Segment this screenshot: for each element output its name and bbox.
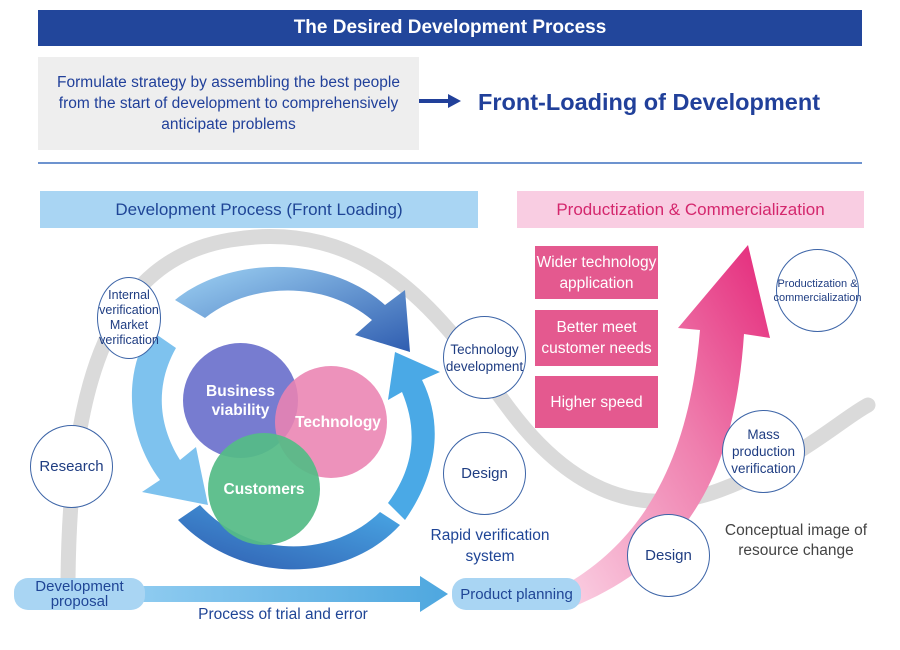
page-title: The Desired Development Process xyxy=(38,10,862,46)
design-circle-bottom: Design xyxy=(627,514,710,597)
strategy-arrow xyxy=(408,94,461,108)
product-planning-pill: Product planning xyxy=(452,578,581,610)
benefit-higher-speed: Higher speed xyxy=(535,376,658,428)
development-proposal-pill: Development proposal xyxy=(14,578,145,610)
customers-circle: Customers xyxy=(208,433,320,545)
cycle-arrow-left xyxy=(131,330,208,505)
front-loading-heading: Front-Loading of Development xyxy=(478,88,821,115)
technology-development-circle: Technology development xyxy=(443,316,526,399)
strategy-text: Formulate strategy by assembling the bes… xyxy=(38,57,419,150)
internal-verification-circle: Internal verification Market verificatio… xyxy=(97,277,161,359)
mass-production-circle: Mass production verification xyxy=(722,410,805,493)
commercialization-arrow xyxy=(556,245,770,608)
resource-change-label: Conceptual image of resource change xyxy=(724,522,868,559)
trial-and-error-label: Process of trial and error xyxy=(198,606,368,623)
research-circle: Research xyxy=(30,425,113,508)
divider xyxy=(38,162,862,164)
productization-circle: Productization & commercialization xyxy=(773,249,862,332)
cycle-arrow-top xyxy=(175,266,410,352)
section-development-process: Development Process (Front Loading) xyxy=(40,191,478,228)
design-circle-center: Design xyxy=(443,432,526,515)
trial-and-error-arrow xyxy=(140,576,448,612)
cycle-arrow-right xyxy=(388,352,440,520)
benefit-wider-technology: Wider technology application xyxy=(535,246,658,299)
benefit-customer-needs: Better meet customer needs xyxy=(535,310,658,366)
section-productization: Productization & Commercialization xyxy=(517,191,864,228)
rapid-verification-label: Rapid verification system xyxy=(430,527,550,565)
cycle-arrow-bottom xyxy=(178,505,400,570)
